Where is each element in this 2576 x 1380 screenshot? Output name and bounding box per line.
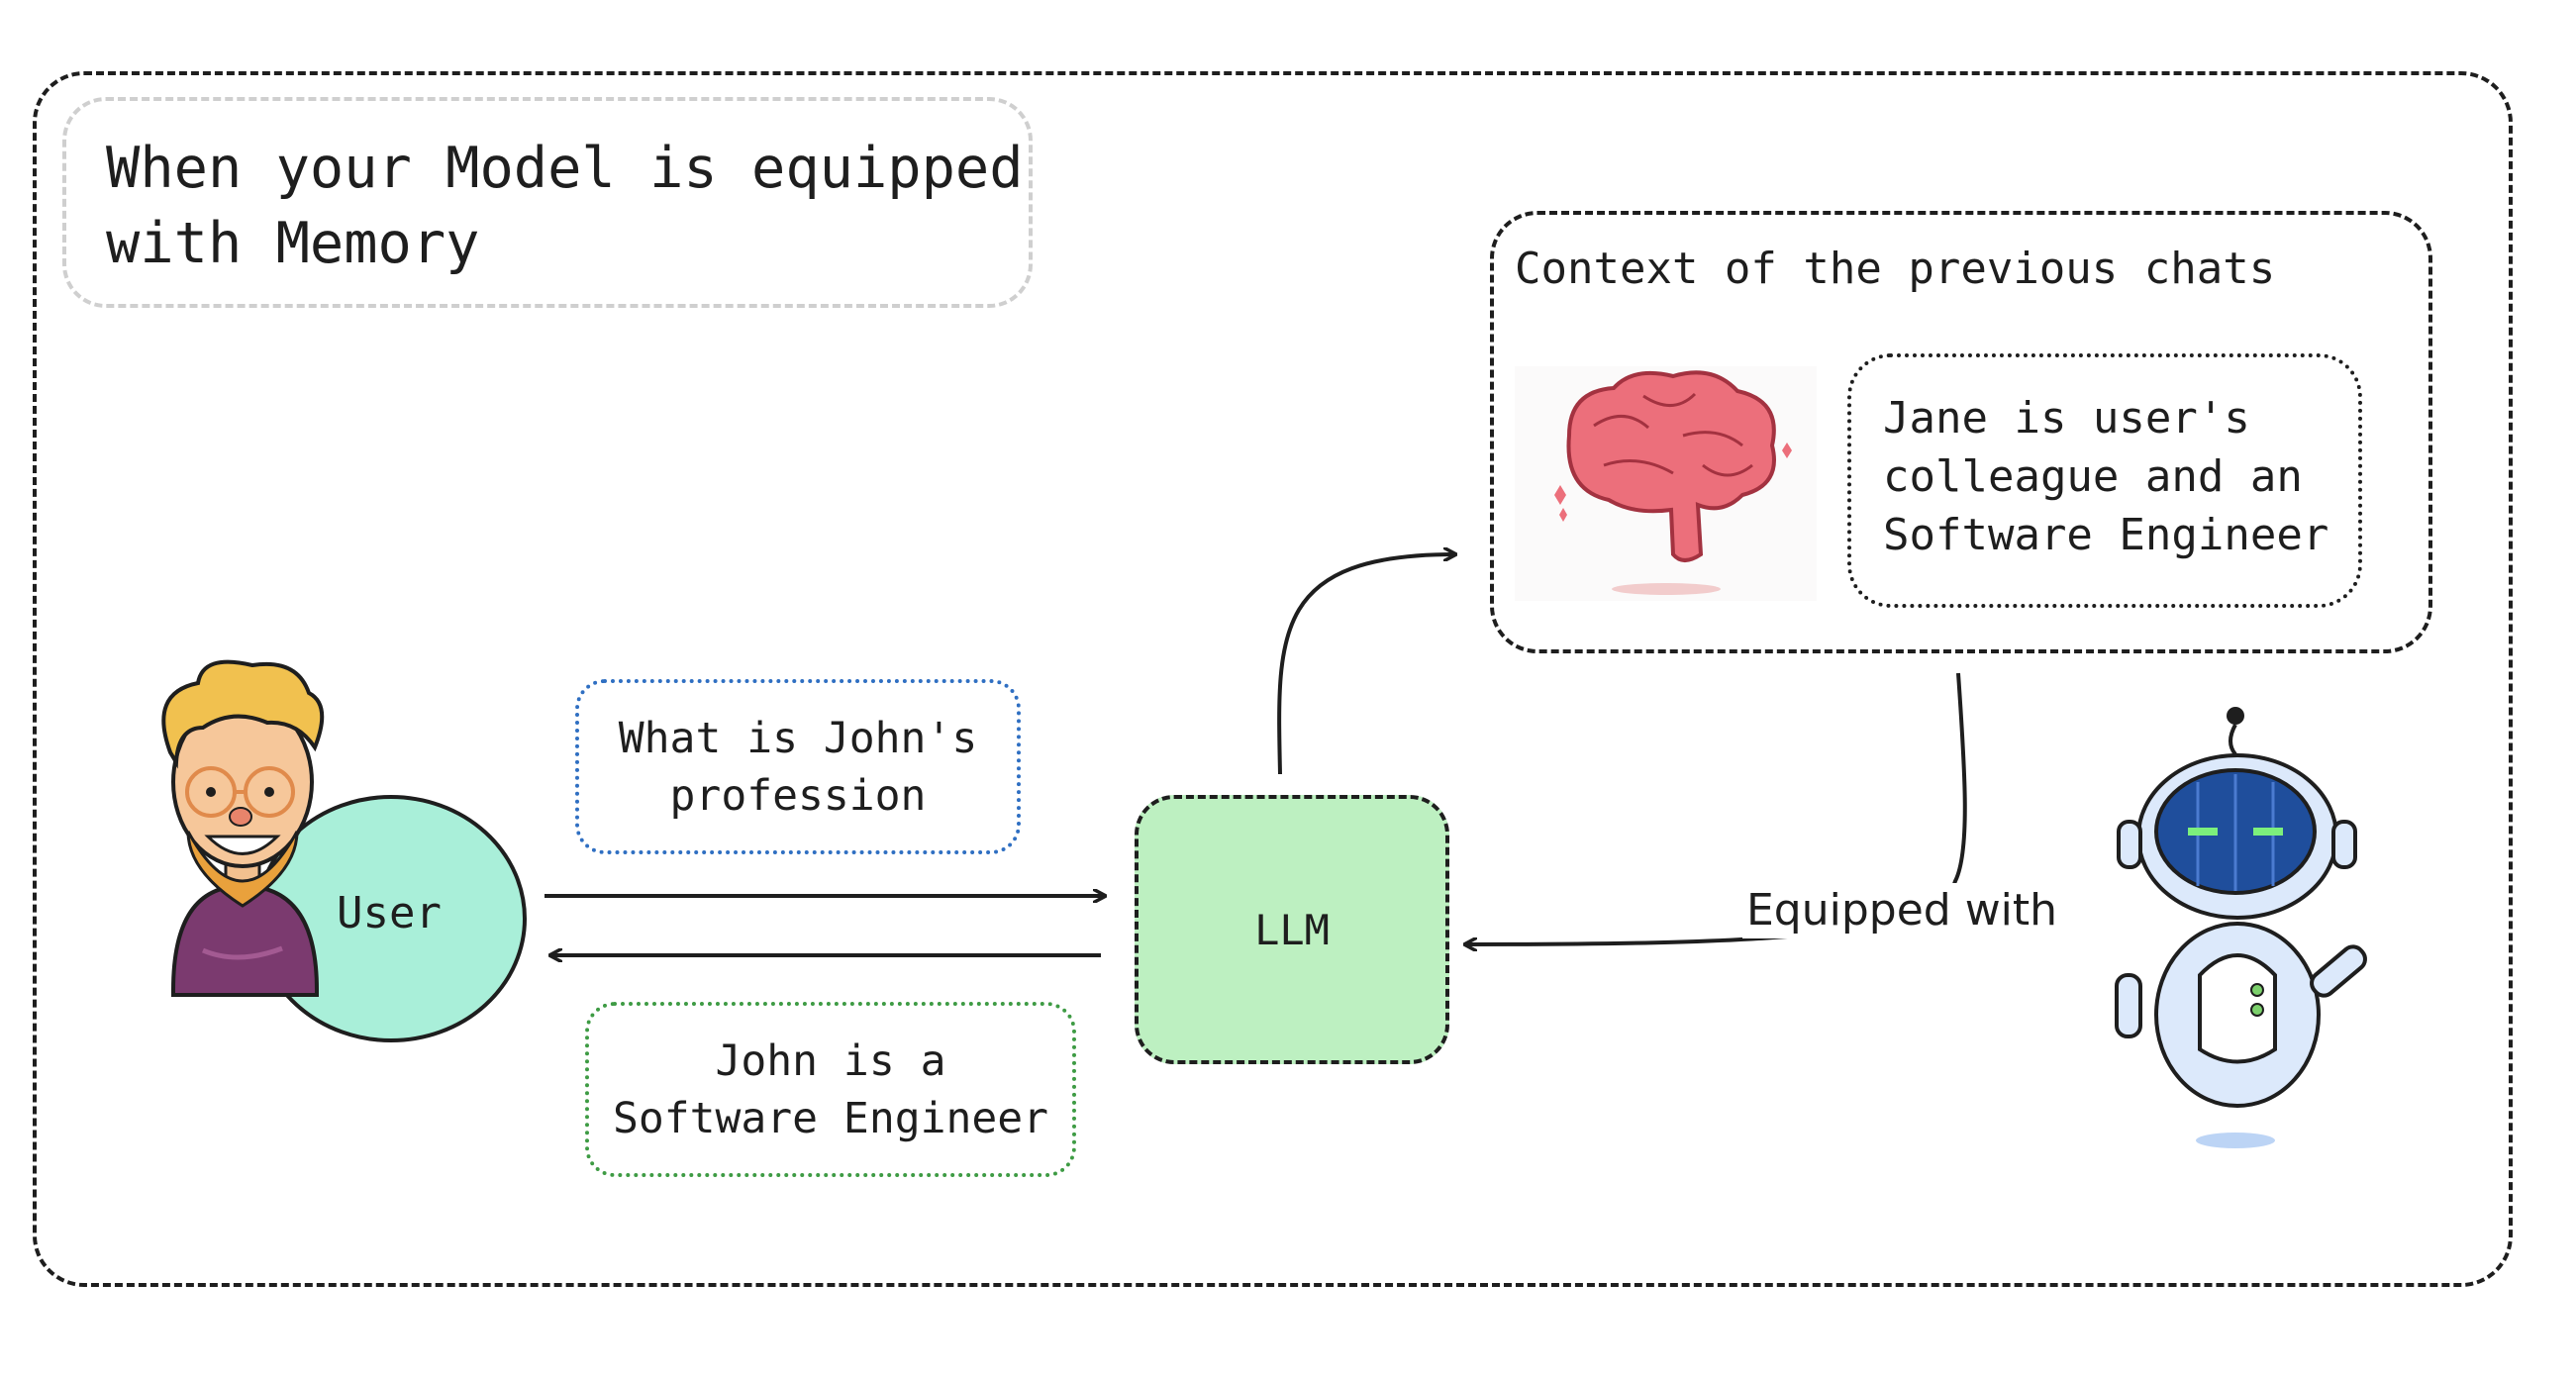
user-label: User	[337, 888, 442, 938]
context-title: Context of the previous chats	[1515, 244, 2276, 294]
diagram-title: When your Model is equipped with Memory	[62, 97, 1033, 308]
context-panel	[1490, 211, 2432, 653]
memory-note: Jane is user's colleague and an Software…	[1847, 353, 2362, 608]
diagram-frame	[33, 71, 2513, 1287]
answer-bubble: John is a Software Engineer	[585, 1002, 1076, 1177]
llm-label: LLM	[1254, 905, 1330, 954]
user-avatar-icon	[161, 659, 325, 997]
brain-icon	[1554, 370, 1792, 595]
question-bubble: What is John's profession	[575, 679, 1021, 854]
llm-to-context-arrow	[1277, 554, 1455, 775]
equipped-with-label: Equipped with	[1742, 883, 2062, 938]
robot-icon	[2115, 707, 2367, 1148]
llm-node: LLM	[1135, 795, 1449, 1064]
